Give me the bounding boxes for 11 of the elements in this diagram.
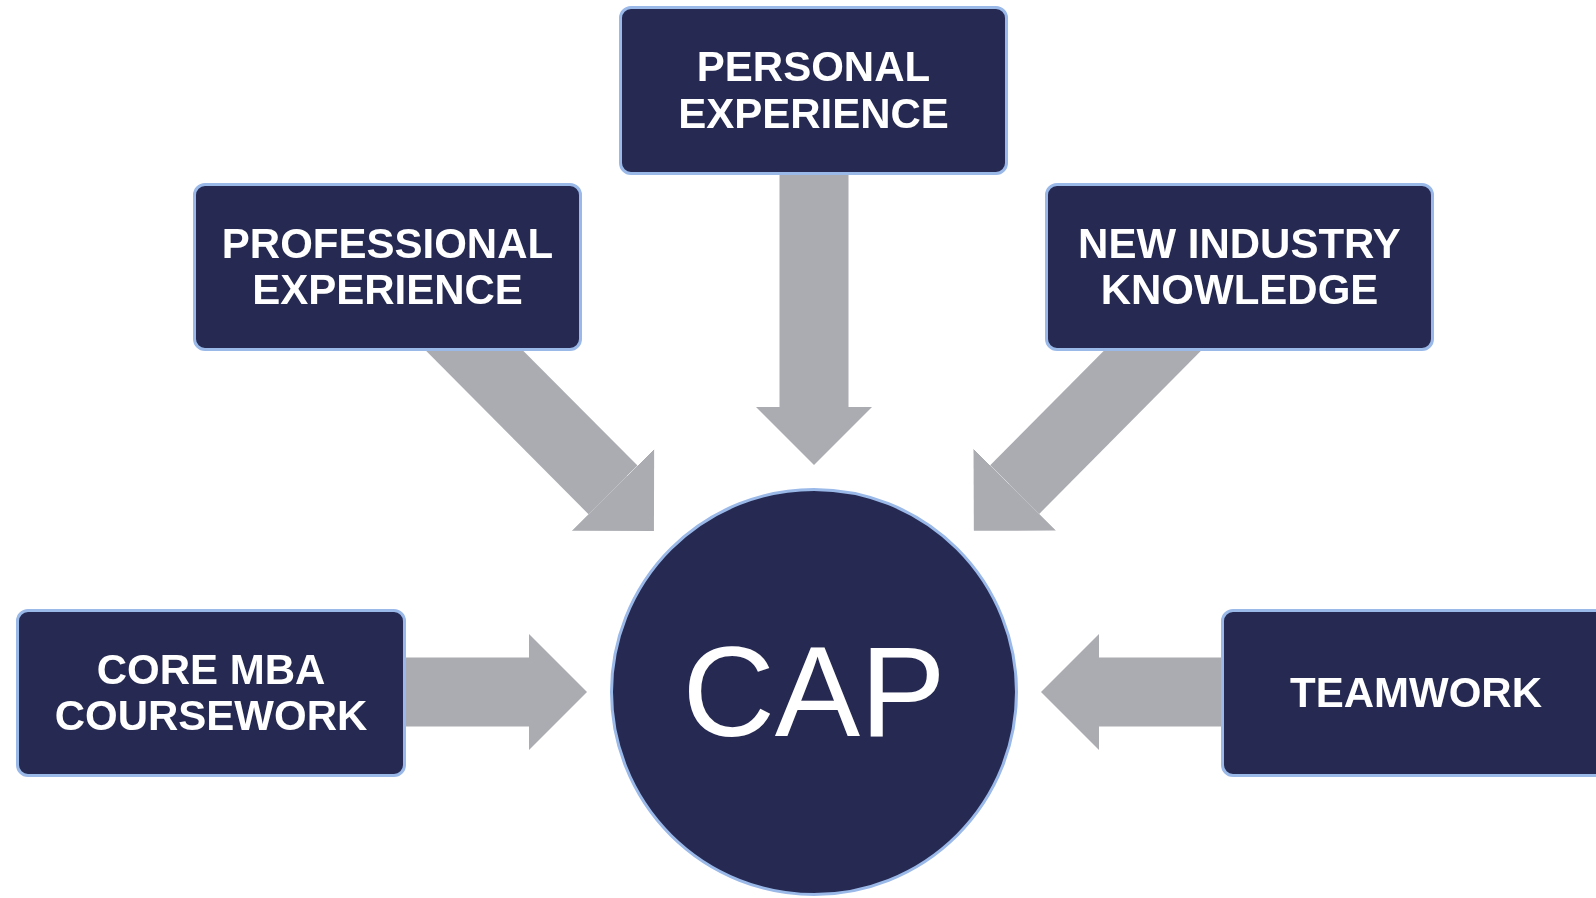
box-label: PROFESSIONAL EXPERIENCE (220, 220, 555, 314)
topic-box (1221, 609, 1596, 777)
box-label: CORE MBA COURSEWORK (53, 646, 369, 740)
topic-box (193, 183, 582, 351)
topic-box (1045, 183, 1434, 351)
topic-box (619, 6, 1008, 175)
topic-box (16, 609, 406, 777)
center-label: CAP (681, 621, 947, 763)
box-label: TEAMWORK (1289, 669, 1543, 717)
box-label: PERSONAL EXPERIENCE (677, 44, 950, 137)
box-label: NEW INDUSTRY KNOWLEDGE (1077, 220, 1402, 314)
